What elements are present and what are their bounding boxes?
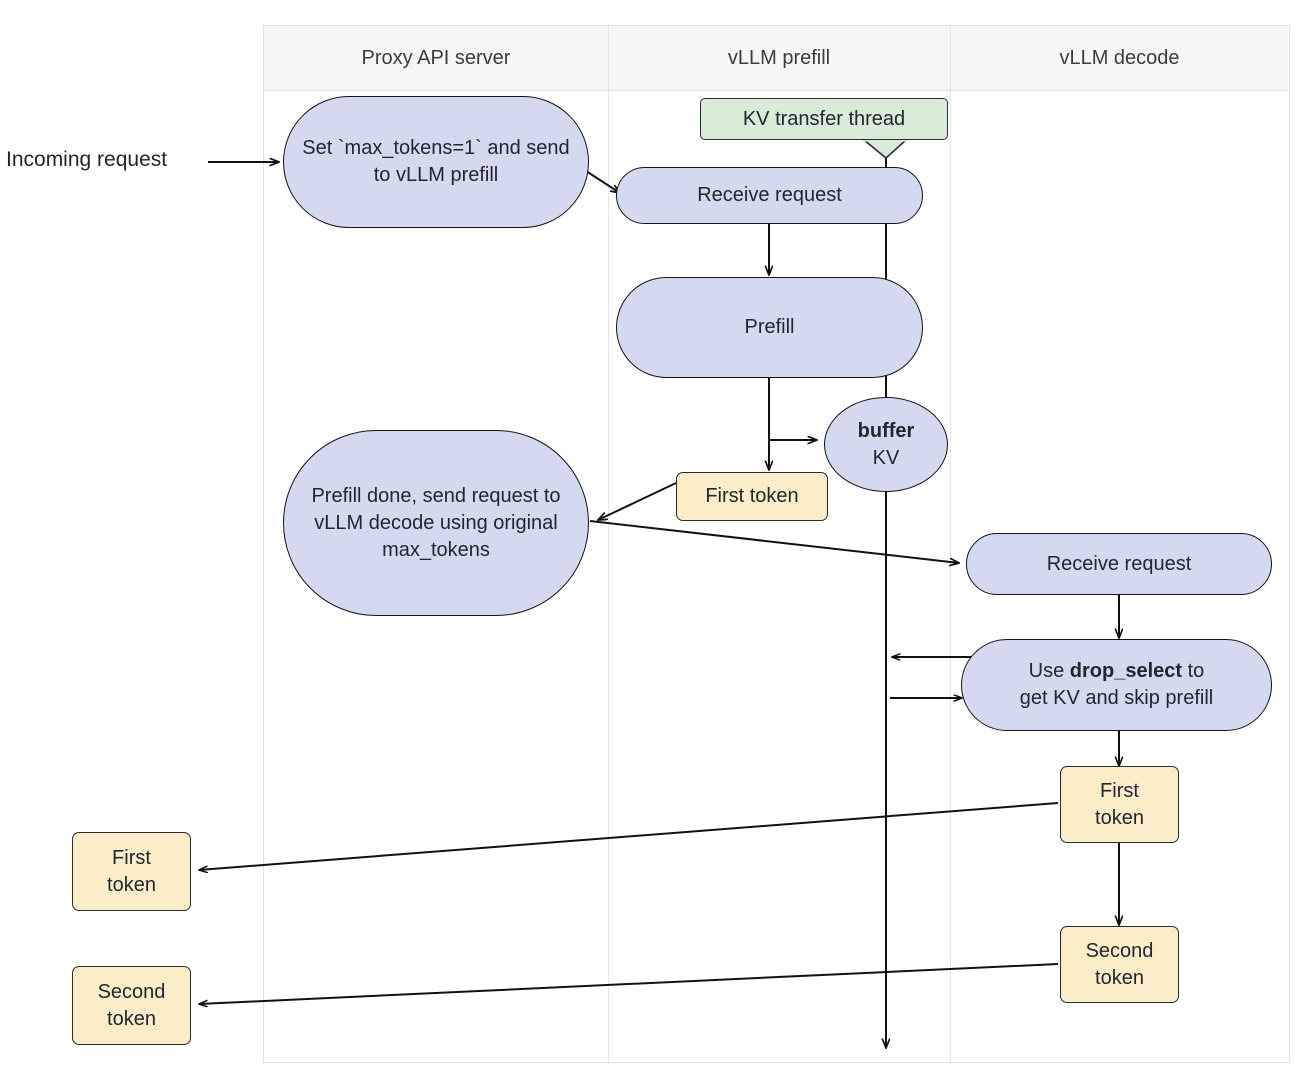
node-set-max-tokens[interactable]: Set `max_tokens=1` and send to vLLM pref… bbox=[283, 96, 589, 228]
prefill-step-label: Prefill bbox=[744, 316, 795, 338]
node-decode-drop-select[interactable]: Use drop_select to get KV and skip prefi… bbox=[961, 639, 1272, 731]
node-prefill-first-token[interactable]: First token bbox=[676, 472, 828, 521]
drop-select-keyword: drop_select bbox=[1069, 660, 1183, 682]
decode-second-token-line1: Second bbox=[1085, 939, 1154, 962]
proxy-second-token-line2: token bbox=[107, 1007, 156, 1030]
proxy-first-token-line2: token bbox=[107, 873, 156, 896]
lane-header-prefill: vLLM prefill bbox=[727, 47, 831, 69]
lane-divider-2 bbox=[950, 26, 951, 1064]
node-decode-receive-request[interactable]: Receive request bbox=[966, 533, 1272, 595]
decode-second-token-line2: token bbox=[1095, 966, 1144, 989]
incoming-request-label: Incoming request bbox=[6, 148, 168, 171]
node-buffer-kv[interactable]: buffer KV bbox=[824, 397, 948, 492]
node-decode-second-token[interactable]: Second token bbox=[1060, 926, 1179, 1003]
buffer-kv-title: buffer bbox=[857, 419, 915, 442]
kv-transfer-thread-label: KV transfer thread bbox=[742, 107, 906, 130]
prefill-first-token-label: First token bbox=[705, 485, 799, 507]
drop-select-text-a: Use bbox=[1028, 660, 1070, 682]
node-prefill-done[interactable]: Prefill done, send request to vLLM decod… bbox=[283, 430, 589, 616]
decode-first-token-line1: First bbox=[1100, 779, 1139, 802]
proxy-first-token-line1: First bbox=[112, 846, 151, 869]
lane-header-band bbox=[264, 26, 1289, 91]
node-set-max-tokens-label: Set `max_tokens=1` and send to vLLM pref… bbox=[302, 137, 570, 186]
lane-header-proxy: Proxy API server bbox=[361, 47, 511, 69]
node-prefill-done-label: Prefill done, send request to vLLM decod… bbox=[311, 484, 561, 561]
node-kv-transfer-thread[interactable]: KV transfer thread bbox=[700, 98, 948, 140]
drop-select-text-c: get KV and skip prefill bbox=[1019, 687, 1214, 709]
node-proxy-first-token[interactable]: First token bbox=[72, 832, 191, 911]
lane-divider-1 bbox=[608, 26, 609, 1064]
node-proxy-second-token[interactable]: Second token bbox=[72, 966, 191, 1045]
lane-header-decode: vLLM decode bbox=[1059, 47, 1180, 69]
buffer-kv-subtitle: KV bbox=[872, 446, 900, 469]
node-prefill-step[interactable]: Prefill bbox=[616, 277, 923, 378]
decode-receive-request-label: Receive request bbox=[1046, 552, 1192, 575]
node-prefill-receive-request[interactable]: Receive request bbox=[616, 167, 923, 224]
prefill-receive-request-label: Receive request bbox=[697, 184, 842, 206]
node-decode-first-token[interactable]: First token bbox=[1060, 766, 1179, 843]
decode-first-token-line2: token bbox=[1095, 806, 1144, 829]
proxy-second-token-line1: Second bbox=[97, 980, 166, 1003]
drop-select-text-b: to bbox=[1182, 660, 1205, 682]
